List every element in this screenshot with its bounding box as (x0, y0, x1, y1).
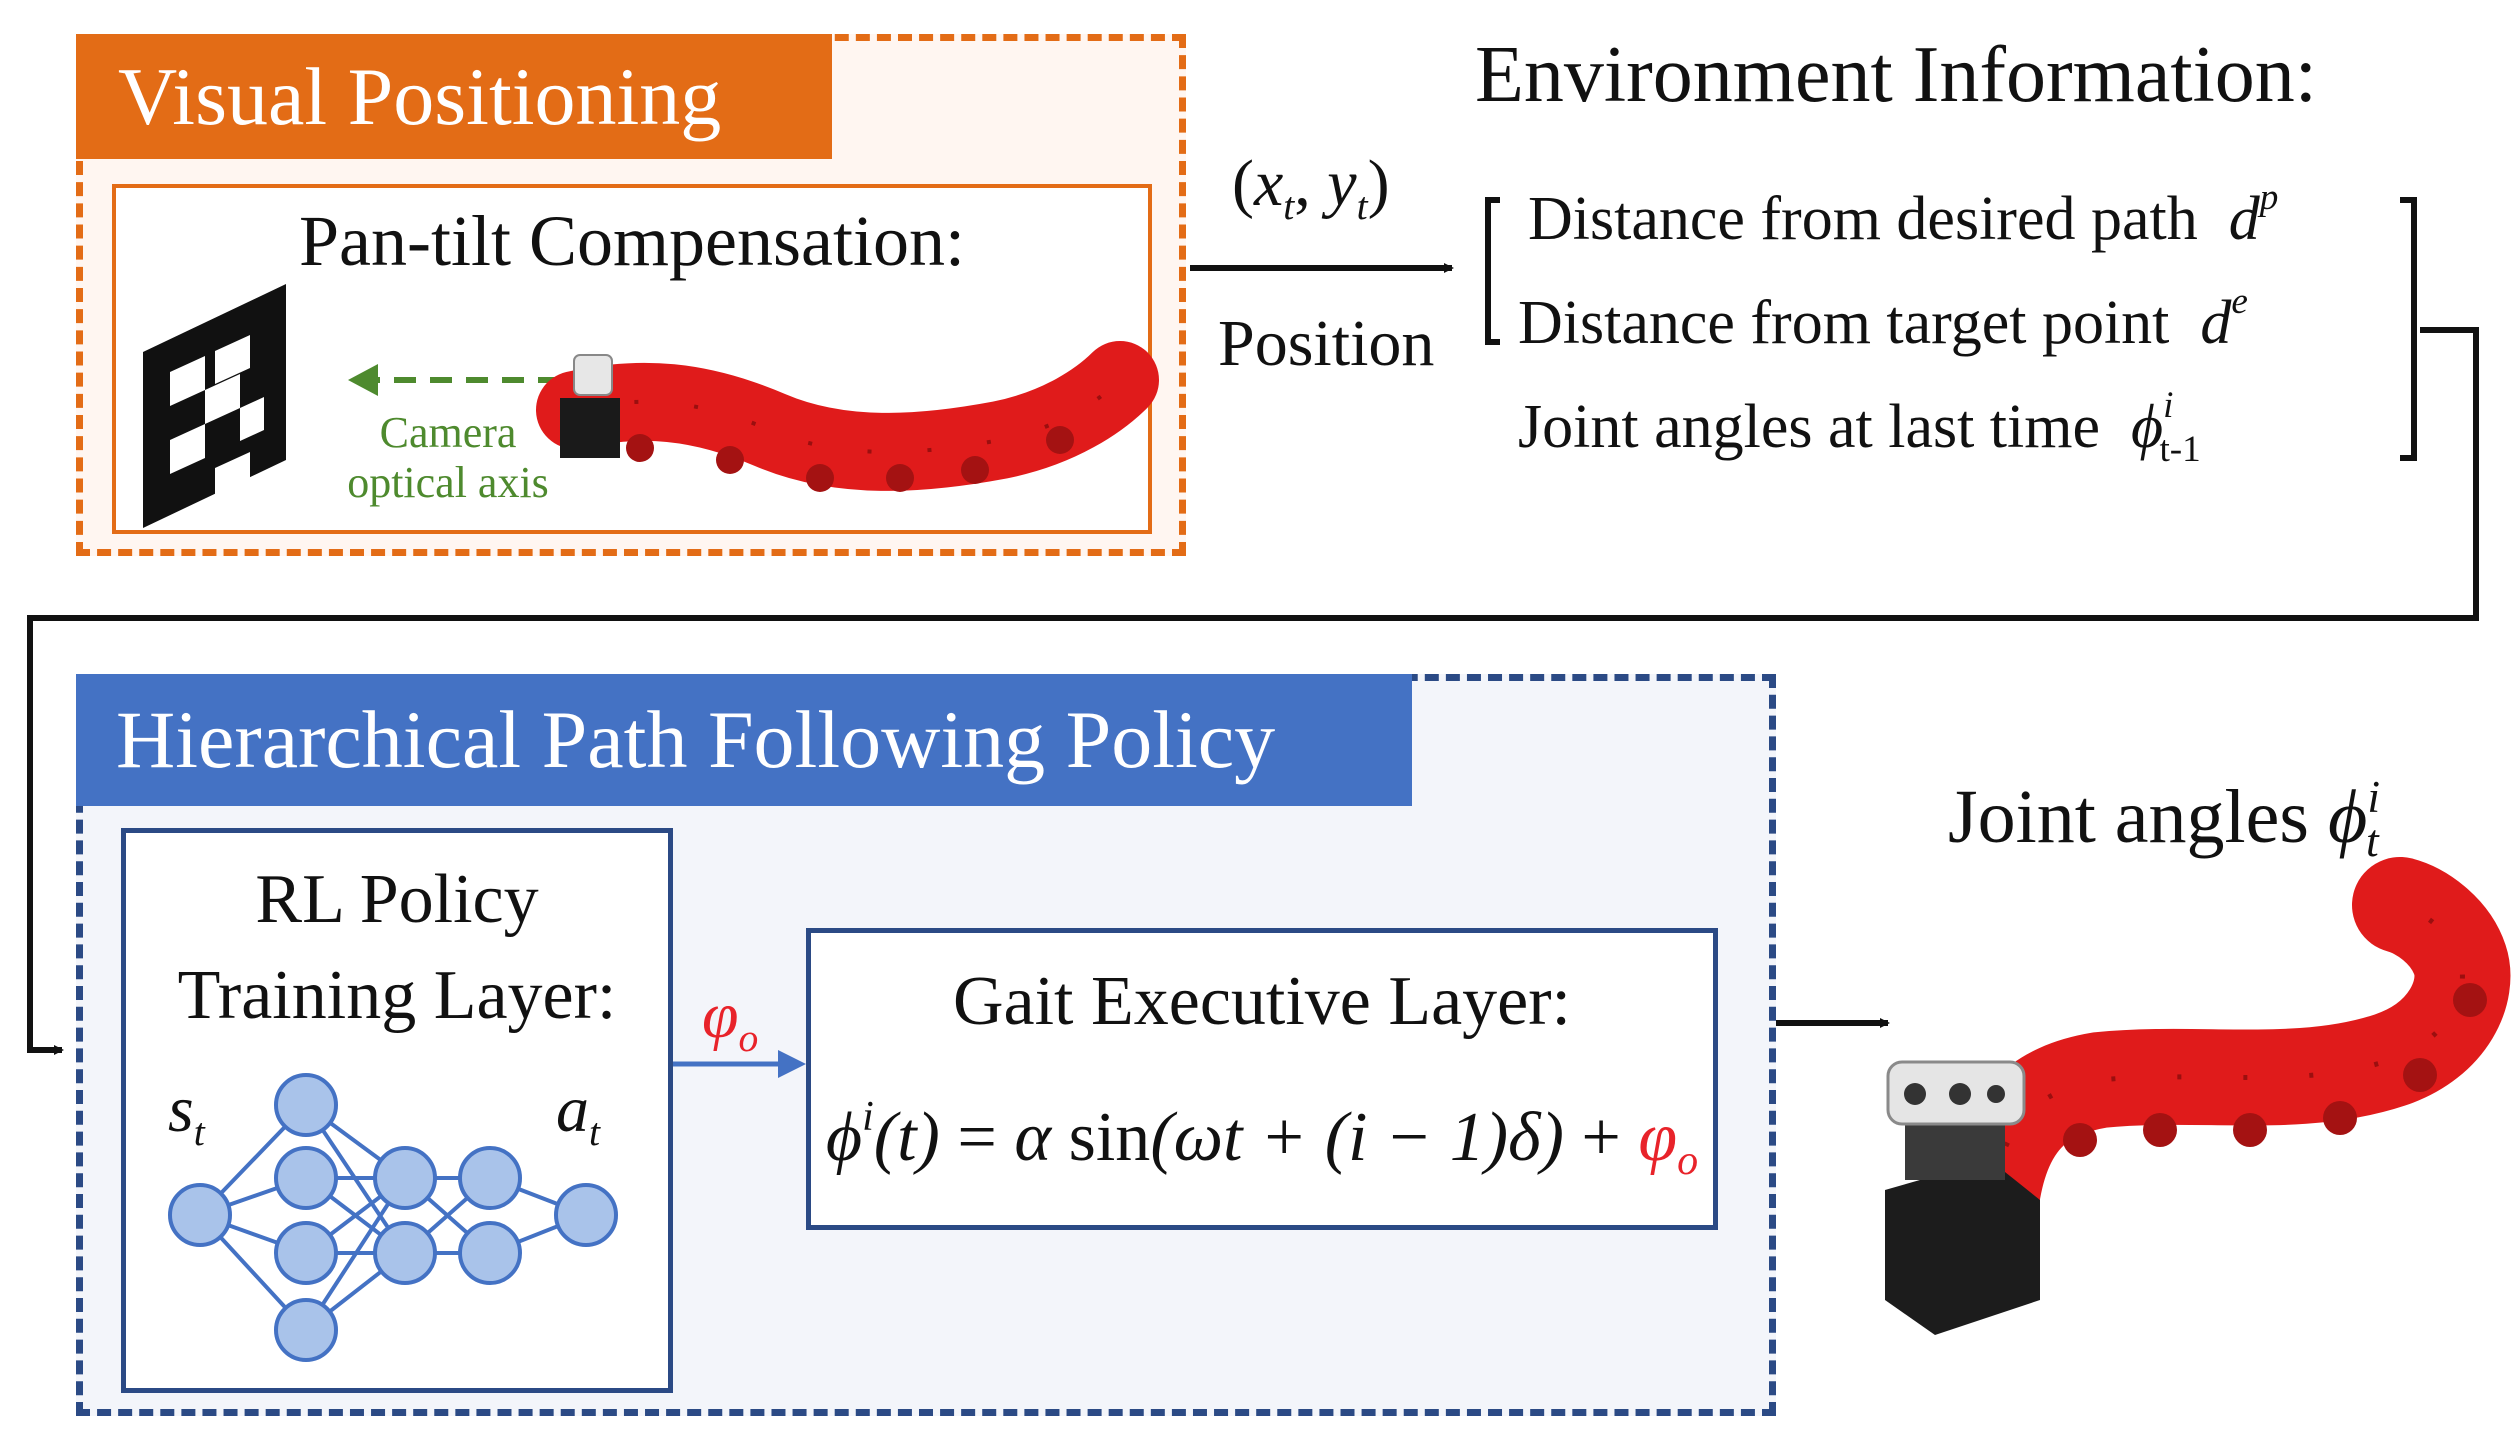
action-sub: t (589, 1110, 600, 1154)
formula-offset-sub: o (1677, 1138, 1699, 1184)
offset-sub: o (738, 1016, 759, 1060)
snake-robot-bottom-icon (1885, 857, 2511, 1335)
env-item-target-point: Distance from target point de (1518, 281, 2248, 359)
neural-network-icon (198, 1103, 587, 1332)
camera-axis-arrow (348, 364, 560, 396)
output-label-text: Joint angles (1948, 775, 2309, 859)
env-item-sup: i (2163, 385, 2174, 426)
position-label: Position (1218, 307, 1435, 380)
formula-offset-symbol: φ (1638, 1099, 1678, 1176)
offset-symbol: φ (702, 979, 739, 1052)
env-item-sup: e (2231, 281, 2248, 322)
gait-formula: ϕi(t) = α sin(ωt + (i − 1)δ) + φo (806, 1094, 1718, 1184)
nn-node (373, 1146, 437, 1210)
output-symbol: ϕ (2327, 775, 2368, 859)
snake-robot-top-icon (536, 341, 1159, 492)
nn-node (274, 1221, 338, 1285)
formula-lhs-sup: i (862, 1094, 874, 1140)
state-sub: t (193, 1110, 205, 1154)
environment-title: Environment Information: (1475, 31, 2318, 119)
env-bracket-right (2400, 197, 2417, 461)
output-sup: i (2367, 771, 2380, 822)
formula-lhs-arg: (t) (873, 1099, 940, 1176)
coord-y-sub: t (1356, 184, 1368, 228)
offset-label: φo (702, 978, 758, 1060)
rl-training-layer-box (121, 828, 673, 1393)
formula-eq: = (957, 1099, 997, 1176)
nn-node (274, 1146, 338, 1210)
output-sub: t (2365, 815, 2379, 866)
nn-node (274, 1073, 338, 1137)
action-label: at (556, 1072, 600, 1154)
env-item-label: Distance from target point (1518, 289, 2170, 357)
nn-node (554, 1183, 618, 1247)
action-symbol: a (556, 1073, 589, 1146)
state-symbol: s (168, 1073, 194, 1146)
neural-network-nodes (168, 1073, 618, 1362)
env-item-last-joint-angles: Joint angles at last time ϕit-1 (1518, 385, 2201, 470)
gait-layer-title: Gait Executive Layer: (952, 963, 1572, 1040)
position-coordinates: (xt, yt) (1232, 147, 1390, 228)
coord-y: y (1327, 147, 1357, 220)
joint-angles-output-label: Joint angles ϕit (1948, 771, 2380, 866)
gait-executive-layer-box (806, 928, 1718, 1230)
aruco-marker-icon (143, 284, 286, 528)
nn-node (458, 1146, 522, 1210)
coord-x-sub: t (1283, 184, 1295, 228)
env-item-label: Distance from desired path (1528, 185, 2198, 253)
formula-plus: + (1581, 1099, 1621, 1176)
env-item-symbol: ϕ (2131, 393, 2164, 461)
pan-tilt-title: Pan-tilt Compensation: (299, 201, 965, 281)
nn-node (373, 1221, 437, 1285)
formula-lhs-symbol: ϕ (825, 1099, 863, 1176)
policy-header: Hierarchical Path Following Policy (76, 674, 1412, 806)
env-item-symbol: d (2228, 185, 2260, 253)
nn-node (168, 1183, 232, 1247)
formula-arg: (ωt + (i − 1)δ) (1150, 1099, 1564, 1176)
offset-arrow (673, 1050, 806, 1078)
rl-layer-title: RL Policy Training Layer: (121, 852, 673, 1044)
rl-layer-title-line1: RL Policy (255, 861, 539, 938)
env-bracket-left (1485, 197, 1500, 345)
nn-node (458, 1221, 522, 1285)
camera-axis-label-line2: optical axis (347, 458, 549, 507)
camera-axis-label-line1: Camera (379, 408, 517, 457)
rl-layer-title-line2: Training Layer: (177, 957, 617, 1034)
state-label: st (168, 1072, 205, 1154)
nn-node (274, 1298, 338, 1362)
visual-positioning-header: Visual Positioning (76, 34, 832, 159)
formula-sin: sin (1068, 1099, 1151, 1176)
camera-axis-label: Camera optical axis (318, 408, 578, 508)
env-item-label: Joint angles at last time (1518, 393, 2101, 461)
env-to-policy-connector (27, 327, 2479, 1055)
coord-x: x (1253, 147, 1284, 220)
env-item-desired-path: Distance from desired path dp (1528, 177, 2278, 255)
env-item-sub: t-1 (2159, 429, 2201, 470)
env-item-sup: p (2259, 177, 2279, 218)
formula-alpha: α (1014, 1099, 1052, 1176)
env-item-symbol: d (2200, 289, 2232, 357)
